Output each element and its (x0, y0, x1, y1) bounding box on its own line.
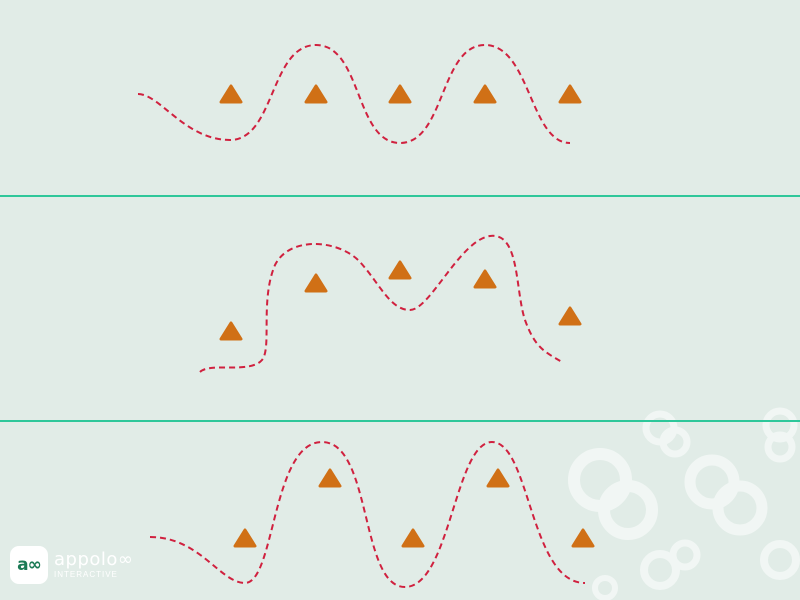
infinity-ring-icon (669, 539, 701, 571)
cone-icon (219, 84, 243, 104)
dribble-path (137, 43, 571, 145)
cone-icon (558, 84, 582, 104)
cone-icon (571, 528, 595, 548)
infinity-ring-icon (760, 540, 800, 580)
brand-logo: a∞ appolo∞ INTERACTIVE (10, 546, 133, 584)
infinity-ring-icon (712, 480, 768, 536)
cone-icon (473, 269, 497, 289)
infinity-ring-icon (659, 426, 691, 458)
dribble-path (149, 440, 586, 589)
cone-icon (304, 84, 328, 104)
cone-icon (558, 306, 582, 326)
infinity-ring-icon (592, 575, 618, 600)
drill-3 (149, 440, 595, 589)
cone-icon (388, 84, 412, 104)
infinity-ring-icon (762, 407, 798, 443)
brand-name: appolo∞ (54, 549, 134, 570)
drill-1 (137, 43, 582, 145)
cone-icon (473, 84, 497, 104)
cone-icon (486, 468, 510, 488)
logo-badge: a∞ (10, 546, 48, 584)
brand-subtitle: INTERACTIVE (54, 570, 118, 579)
watermark-rings (568, 407, 800, 600)
cone-icon (401, 528, 425, 548)
cone-icon (304, 273, 328, 293)
infinity-ring-icon (640, 550, 680, 590)
infinity-ring-icon (764, 431, 796, 463)
drill-2 (199, 234, 582, 373)
cone-icon (388, 260, 412, 280)
brand-text: appolo∞ INTERACTIVE (54, 551, 133, 579)
cone-icon (318, 468, 342, 488)
cone-icon (233, 528, 257, 548)
cone-icon (219, 321, 243, 341)
infinity-ring-icon (598, 480, 658, 540)
